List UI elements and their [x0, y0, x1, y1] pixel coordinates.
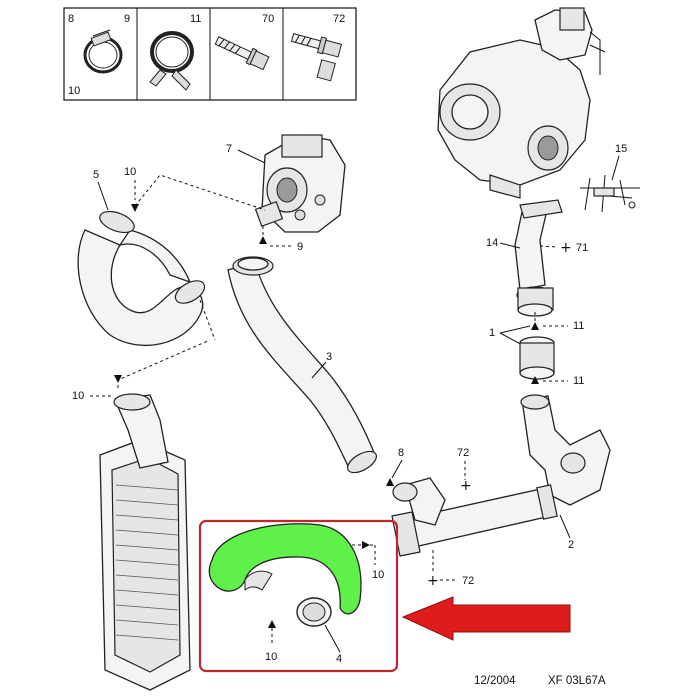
stud-bolt-icon	[290, 33, 343, 82]
callout-10a: 10	[124, 166, 136, 178]
callout-71: 71	[576, 242, 588, 254]
callout-2: 2	[568, 539, 574, 551]
legend-label-8: 8	[68, 13, 74, 25]
pipe-part-14: 14 71 +	[486, 199, 588, 317]
callout-1: 1	[489, 327, 495, 339]
bolt-icon	[214, 36, 270, 71]
outlet-pipe-part-2: 2 72 + 72 +	[391, 394, 611, 589]
callout-10c: 10	[265, 651, 277, 663]
callout-5: 5	[93, 169, 99, 181]
bracket-part-15: 15	[580, 143, 640, 213]
svg-text:+: +	[560, 240, 572, 256]
callout-4: 4	[336, 653, 342, 665]
parts-legend: 8 9 10 11 70 72	[63, 7, 357, 101]
footer-date: 12/2004	[474, 675, 516, 687]
legend-label-70: 70	[262, 13, 274, 25]
callout-3: 3	[326, 351, 332, 363]
highlight-box	[198, 519, 399, 673]
svg-text:+: +	[460, 478, 472, 494]
callout-72b: 72	[462, 575, 474, 587]
intercooler: 10	[72, 339, 211, 691]
legend-label-72: 72	[333, 13, 345, 25]
hose-part-5: 5 10	[77, 166, 266, 347]
callout-9: 9	[297, 241, 303, 253]
callout-7: 7	[226, 143, 232, 155]
callout-8: 8	[398, 447, 404, 459]
clamp-part-8: 8	[386, 447, 404, 486]
callout-10b: 10	[72, 390, 84, 402]
legend-label-11: 11	[190, 13, 201, 25]
callout-15: 15	[615, 143, 627, 155]
band-clamp-icon	[149, 31, 194, 91]
throttle-body-part-7: 7 9	[226, 134, 346, 253]
hose-part-3: 3	[227, 256, 378, 474]
hose-clamp-icon	[83, 29, 123, 74]
turbocharger	[437, 7, 606, 199]
callout-14: 14	[486, 237, 498, 249]
hose-part-4-green	[208, 523, 362, 615]
callout-11a: 11	[573, 320, 584, 332]
red-pointer-arrow	[401, 596, 571, 641]
sleeve-part-1: 1 11 11	[489, 312, 584, 387]
callout-72a: 72	[457, 447, 469, 459]
legend-label-10: 10	[68, 85, 80, 97]
footer-reference: XF 03L67A	[548, 675, 606, 687]
highlighted-part-4-group: 4 10 10	[198, 519, 399, 673]
svg-text:+: +	[427, 573, 439, 589]
legend-label-9: 9	[124, 13, 130, 25]
callout-11b: 11	[573, 375, 584, 387]
callout-10d: 10	[372, 569, 384, 581]
